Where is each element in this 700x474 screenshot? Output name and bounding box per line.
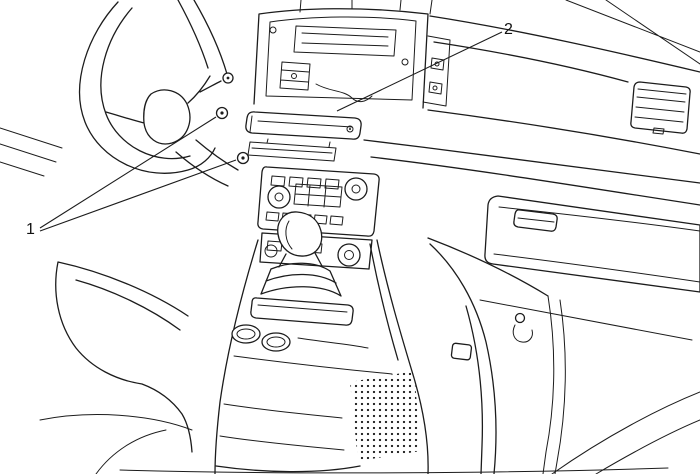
center-trim-plate [245,111,362,162]
wiring-connector [279,61,311,91]
lower-subpanel [259,232,373,270]
trim-plate [245,111,362,140]
hood-release-hook [514,312,526,324]
side-bracket [422,35,451,107]
console-contours [219,337,393,451]
door-sill-verticals [542,295,566,474]
stalk-knob-center [226,76,230,80]
knob-lower [337,243,361,267]
vent-thumbwheel [652,127,665,135]
instrument-panel-right [363,15,700,206]
knob-right [344,177,368,201]
button-row-top [270,175,340,190]
display-cluster [293,183,343,208]
armrest [39,261,193,474]
left-door-lines [0,127,63,177]
cupholder [261,332,291,352]
dash-top-edges [299,0,433,15]
vent-frame [630,81,691,134]
steering-wheel-hub [105,75,211,145]
cupholder [231,324,261,344]
steering-wheel [78,0,239,187]
trim-bracket [247,141,337,162]
lower-dash-contour [479,299,693,341]
windshield-pillar-lines [565,0,700,65]
cavity-frame [253,8,429,109]
steering-wheel-rim [78,0,228,174]
seat-lines [39,414,193,474]
radio-slot [293,25,397,57]
shift-boot [260,252,342,297]
leader-to-fastener-upper [39,116,217,229]
leader-to-trim-plate [336,31,503,112]
glove-box-handle [513,209,558,232]
callout-2-label: 2 [504,21,513,38]
clip [401,58,409,66]
floor-sill-lines [119,391,700,474]
dash-lower-edge [427,237,549,297]
dash-pad-band [363,139,700,206]
steering-column [175,80,239,187]
clip [269,26,277,34]
callout-1-label: 1 [26,221,35,238]
radio-cavity [253,0,451,109]
speaker-grille [350,371,421,461]
audio-climate-panel [257,166,380,270]
leader-to-fastener-lower [39,159,237,232]
shifter-base-plate [250,297,354,326]
cavity-inner [265,16,417,101]
ground-line [119,467,669,474]
wire-harness [315,83,373,103]
dash-top-lines [427,15,700,155]
gear-shifter [250,211,354,326]
grille-dots [350,371,421,461]
right-kick-panel [427,237,566,474]
glove-box-door [484,195,700,293]
center-console [214,239,429,474]
trim-fasteners [215,106,250,165]
vent-slats [634,88,687,123]
panel-cutout [450,342,473,361]
console-bottom [215,465,361,473]
glove-box [479,195,700,341]
glove-box-inner-lines [493,206,700,283]
knob-left [267,185,291,209]
callout-leaders [39,31,503,232]
air-vent [630,81,691,135]
